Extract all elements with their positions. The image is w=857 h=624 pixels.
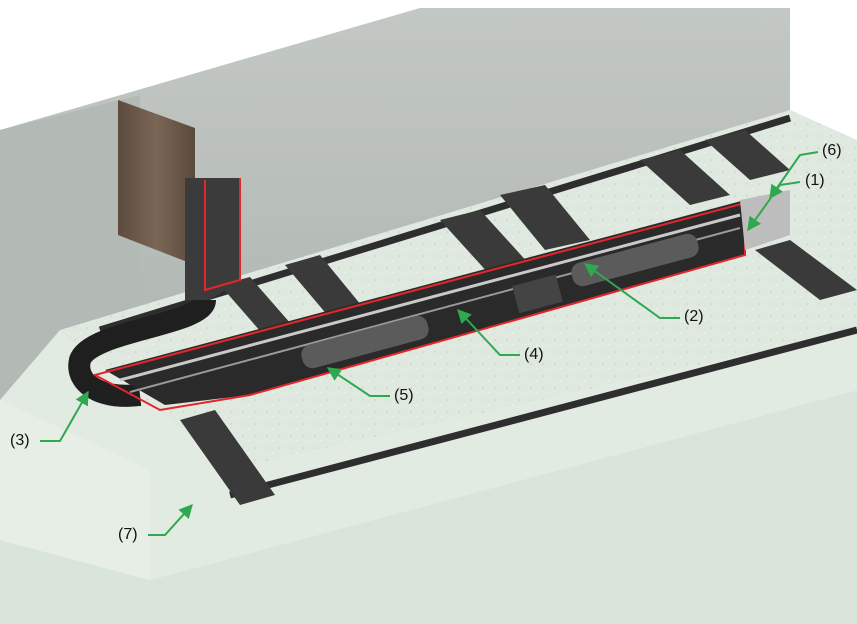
callout-label-2: (2): [684, 308, 704, 325]
front-ledge-face: [0, 390, 857, 624]
vertical-duct: [185, 178, 240, 300]
actuator-cut-edge: [92, 201, 746, 412]
callout-label-3: (3): [10, 432, 30, 449]
callout-label-6: (6): [822, 142, 842, 159]
arrow-1: [747, 181, 801, 232]
callout-label-1: (1): [805, 172, 825, 189]
cylinder-left: [301, 315, 429, 369]
carriage-block: [512, 274, 563, 314]
wood-panel: [118, 100, 195, 265]
callout-label-5: (5): [394, 387, 414, 404]
arrow-4: [457, 308, 520, 356]
arrow-2: [583, 263, 680, 319]
callout-label-4: (4): [524, 346, 544, 363]
arrow-5: [326, 367, 390, 397]
arrow-7: [148, 503, 193, 536]
end-block: [740, 190, 790, 250]
front-step: [0, 400, 150, 580]
arrow-6: [769, 151, 819, 200]
callout-label-7: (7): [118, 526, 138, 543]
callout-arrows: [40, 151, 819, 536]
duct-cut-edge: [204, 178, 241, 292]
cable-chain: [68, 296, 216, 407]
cylinder-right: [571, 233, 699, 287]
front-ledge-top: [0, 330, 857, 580]
front-rail: [229, 326, 857, 499]
guide-rod: [119, 213, 741, 382]
arrow-3: [40, 390, 89, 442]
actuator-housing: [105, 200, 745, 405]
